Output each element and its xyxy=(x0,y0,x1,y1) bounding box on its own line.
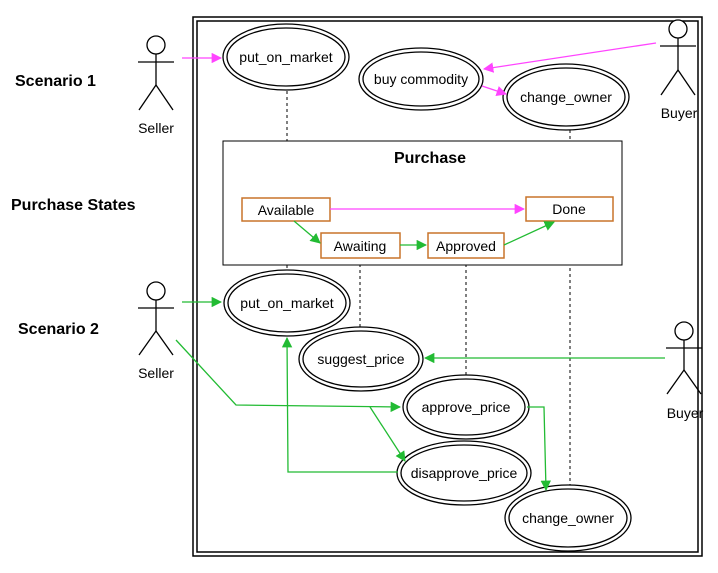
use-case-put-on-market-2: put_on_market xyxy=(223,269,351,337)
system-boundary xyxy=(192,16,703,557)
actor-seller-1 xyxy=(138,35,174,111)
state-available-label: Available xyxy=(258,202,315,218)
use-case-buy-commodity-label: buy commodity xyxy=(374,71,468,87)
actor-buyer-1 xyxy=(660,19,696,96)
use-case-disapprove-price: disapprove_price xyxy=(396,440,532,506)
use-case-buy-commodity: buy commodity xyxy=(358,47,484,111)
transition-available-awaiting xyxy=(293,220,321,244)
use-case-suggest-price-label: suggest_price xyxy=(317,351,404,367)
use-case-approve-price-label: approve_price xyxy=(422,399,511,415)
actor-seller-2 xyxy=(138,281,174,356)
scenario-1-label: Scenario 1 xyxy=(15,73,96,90)
actor-buyer-1-label: Buyer xyxy=(661,105,698,121)
state-awaiting: Awaiting xyxy=(320,232,401,259)
use-case-change-owner-2: change_owner xyxy=(504,484,632,552)
actor-seller-1-label: Seller xyxy=(138,120,174,136)
use-case-disapprove-price-label: disapprove_price xyxy=(411,465,518,481)
arrow-to-disapprove-price xyxy=(369,406,406,462)
use-case-put-on-market-1: put_on_market xyxy=(222,23,350,91)
actor-buyer-2-label: Buyer xyxy=(667,405,704,421)
use-case-put-on-market-1-label: put_on_market xyxy=(239,49,333,65)
purchase-states-label: Purchase States xyxy=(11,197,136,214)
arrow-buyer-buy-commodity xyxy=(482,42,657,73)
arrow-disapprove-put-on-market xyxy=(281,336,398,473)
actor-buyer-2 xyxy=(666,321,702,395)
state-awaiting-label: Awaiting xyxy=(334,238,387,254)
state-done: Done xyxy=(525,196,614,222)
purchase-title: Purchase xyxy=(394,150,466,167)
use-case-change-owner-2-label: change_owner xyxy=(522,510,614,526)
use-case-change-owner-1-label: change_owner xyxy=(520,89,612,105)
state-done-label: Done xyxy=(552,201,586,217)
arrow-approve-price-change-owner xyxy=(527,406,551,492)
arrow-buy-commodity-change-owner xyxy=(481,85,507,96)
scenario-1-arrows xyxy=(182,42,657,96)
use-case-change-owner-1: change_owner xyxy=(502,63,630,131)
state-approved: Approved xyxy=(427,232,505,259)
state-transitions xyxy=(293,203,555,251)
use-case-approve-price: approve_price xyxy=(402,374,530,440)
state-available: Available xyxy=(241,197,331,222)
actor-seller-2-label: Seller xyxy=(138,365,174,381)
scenario-2-label: Scenario 2 xyxy=(18,321,99,338)
scenario-2-arrows xyxy=(175,296,665,492)
state-approved-label: Approved xyxy=(436,238,496,254)
use-case-put-on-market-2-label: put_on_market xyxy=(240,295,334,311)
transition-approved-done xyxy=(503,221,555,246)
use-case-suggest-price: suggest_price xyxy=(298,326,424,392)
arrow-seller-approve-price xyxy=(175,339,402,413)
